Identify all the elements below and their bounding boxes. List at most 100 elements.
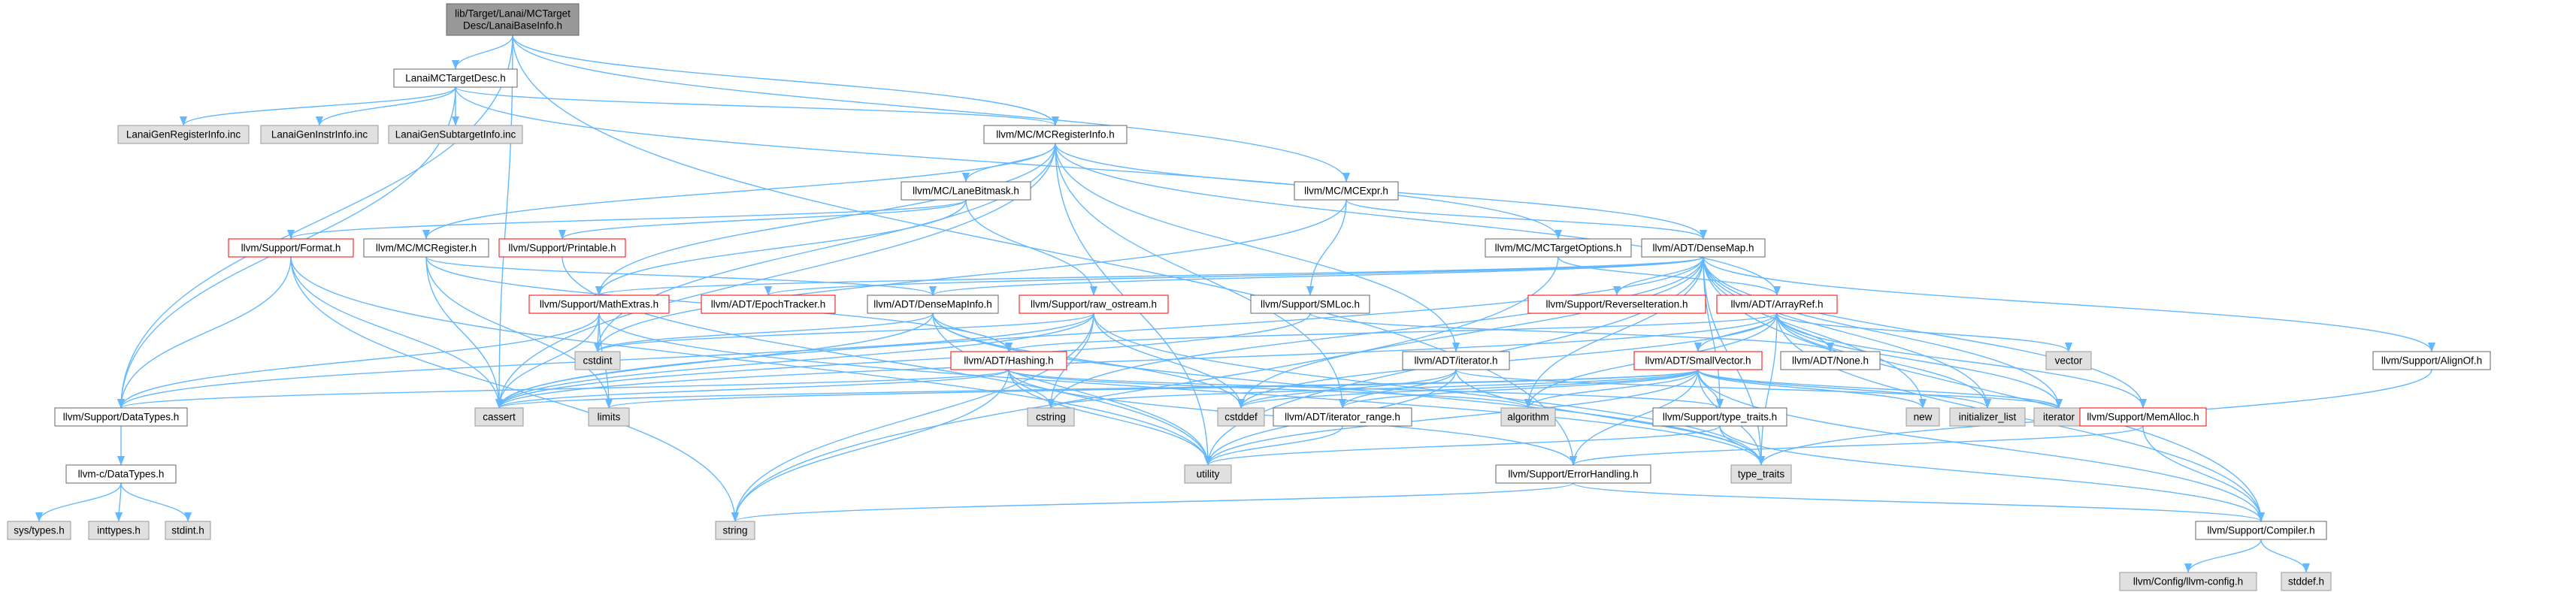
node-label-string: string <box>722 525 747 536</box>
edge-smallvector-to-iteratorrange <box>1339 369 1699 409</box>
node-densemapinfo[interactable]: llvm/ADT/DenseMapInfo.h <box>867 294 999 314</box>
edge-hashing-to-cassert <box>495 369 1010 409</box>
edge-arrayref-to-cassert <box>495 313 1778 409</box>
node-label-mathextras: llvm/Support/MathExtras.h <box>540 299 658 310</box>
edge-lanebitmask-to-printable <box>558 199 967 240</box>
node-box-hashing <box>950 351 1067 370</box>
edge-adtiterator-to-cstddef <box>1237 369 1457 409</box>
node-datatypes[interactable]: llvm/Support/DataTypes.h <box>54 407 188 427</box>
node-epochtracker[interactable]: llvm/ADT/EpochTracker.h <box>701 294 836 314</box>
edge-smallvector-to-compiler <box>1697 369 2265 522</box>
node-label-iteratorrange: llvm/ADT/iterator_range.h <box>1285 412 1400 423</box>
edge-rawostream-to-cstdint <box>594 313 1094 352</box>
node-box-lanaimctargetdesc <box>393 68 518 88</box>
node-mctargetoptions[interactable]: llvm/MC/MCTargetOptions.h <box>1485 238 1632 258</box>
edge-mathextras-to-typetraits <box>598 313 1765 466</box>
node-typetraitsh[interactable]: llvm/Support/type_traits.h <box>1652 407 1787 427</box>
node-inttypes: inttypes.h <box>88 521 150 540</box>
node-smloc[interactable]: llvm/Support/SMLoc.h <box>1250 294 1370 314</box>
edge-compiler-to-stddef <box>2260 539 2311 573</box>
node-mcregister[interactable]: llvm/MC/MCRegister.h <box>363 238 489 258</box>
node-mcregisterinfo[interactable]: llvm/MC/MCRegisterInfo.h <box>983 125 1128 144</box>
node-mcexpr[interactable]: llvm/MC/MCExpr.h <box>1294 181 1399 201</box>
node-densemap[interactable]: llvm/ADT/DenseMap.h <box>1641 238 1766 258</box>
edge-densemap-to-alignof <box>1703 256 2435 352</box>
edge-smallvector-to-utility <box>1204 369 1699 466</box>
edge-densemap-to-cassert <box>495 256 1704 409</box>
node-smallvector[interactable]: llvm/ADT/SmallVector.h <box>1633 351 1763 370</box>
edge-typetraitsh-to-compiler <box>1719 425 2265 522</box>
node-root[interactable]: lib/Target/Lanai/MCTargetDesc/LanaiBaseI… <box>446 3 580 36</box>
node-stdint: stdint.h <box>165 521 211 540</box>
node-iteratorrange[interactable]: llvm/ADT/iterator_range.h <box>1273 407 1412 427</box>
node-label-memalloc: llvm/Support/MemAlloc.h <box>2087 412 2199 423</box>
node-cdatatypes[interactable]: llvm-c/DataTypes.h <box>65 464 177 484</box>
edge-lanebitmask-to-mathextras <box>595 199 967 296</box>
node-reverseiteration[interactable]: llvm/Support/ReverseIteration.h <box>1527 294 1706 314</box>
edge-arrayref-to-smallvector <box>1694 313 1778 352</box>
node-printable[interactable]: llvm/Support/Printable.h <box>498 238 626 258</box>
header-nodes: lib/Target/Lanai/MCTargetDesc/LanaiBaseI… <box>7 3 2491 591</box>
node-lanebitmask[interactable]: llvm/MC/LaneBitmask.h <box>901 181 1031 201</box>
node-box-stdint <box>165 521 211 540</box>
edge-mcregisterinfo-to-adtiterator <box>1055 143 1460 352</box>
edge-root-to-errorhandling <box>512 35 1577 466</box>
edge-cdatatypes-to-inttypes <box>114 482 123 522</box>
node-label-algorithm: algorithm <box>1507 412 1549 423</box>
edge-densemap-to-densemapinfo <box>929 256 1704 296</box>
node-box-smallvector <box>1633 351 1763 370</box>
node-label-alignof: llvm/Support/AlignOf.h <box>2381 355 2482 367</box>
node-box-lanebitmask <box>901 181 1031 201</box>
node-none[interactable]: llvm/ADT/None.h <box>1780 351 1881 370</box>
edge-arrayref-to-initializerlist <box>1776 313 1991 409</box>
node-box-string <box>715 521 755 540</box>
node-format[interactable]: llvm/Support/Format.h <box>228 238 354 258</box>
edge-densemap-to-iterator <box>1703 256 2063 409</box>
node-rawostream[interactable]: llvm/Support/raw_ostream.h <box>1019 294 1169 314</box>
edge-densemapinfo-to-cassert <box>495 313 934 409</box>
node-label-mctargetoptions: llvm/MC/MCTargetOptions.h <box>1495 243 1622 254</box>
node-mathextras[interactable]: llvm/Support/MathExtras.h <box>528 294 670 314</box>
edge-root-to-mcregisterinfo <box>512 35 1059 126</box>
node-label-systypes: sys/types.h <box>14 525 65 536</box>
edge-mcregister-to-limits <box>425 256 613 409</box>
node-compiler[interactable]: llvm/Support/Compiler.h <box>2195 521 2327 540</box>
edge-mcregisterinfo-to-mcregister <box>422 143 1056 240</box>
node-box-typetraits <box>1730 464 1792 484</box>
node-cstdint: cstdint <box>574 351 621 370</box>
node-box-densemap <box>1641 238 1766 258</box>
node-box-cstddef <box>1217 407 1265 427</box>
edge-smloc-to-cassert <box>495 313 1311 409</box>
edge-mcregisterinfo-to-mathextras <box>595 143 1056 296</box>
edge-lanaimctargetdesc-to-mcregisterinfo <box>455 86 1059 126</box>
node-alignof[interactable]: llvm/Support/AlignOf.h <box>2372 351 2491 370</box>
edge-mcregisterinfo-to-lanebitmask <box>962 143 1056 183</box>
node-label-smloc: llvm/Support/SMLoc.h <box>1261 299 1360 310</box>
node-algorithm: algorithm <box>1500 407 1556 427</box>
edge-root-to-lanaimctargetdesc <box>452 35 513 70</box>
edge-densemap-to-mathextras <box>595 256 1704 296</box>
node-lanaimctargetdesc[interactable]: LanaiMCTargetDesc.h <box>393 68 518 88</box>
edge-iteratorrange-to-utility <box>1204 425 1343 466</box>
node-memalloc[interactable]: llvm/Support/MemAlloc.h <box>2079 407 2207 427</box>
node-box-mctargetoptions <box>1485 238 1632 258</box>
node-adtiterator[interactable]: llvm/ADT/iterator.h <box>1402 351 1510 370</box>
edge-compiler-to-llvmconfig <box>2184 539 2262 573</box>
node-hashing[interactable]: llvm/ADT/Hashing.h <box>950 351 1067 370</box>
node-systypes: sys/types.h <box>7 521 71 540</box>
node-box-arrayref <box>1716 294 1838 314</box>
node-iterator: iterator <box>2033 407 2084 427</box>
node-lanaigensubtargetinfo: LanaiGenSubtargetInfo.inc <box>388 125 523 144</box>
node-initializerlist: initializer_list <box>1949 407 2026 427</box>
edge-mcregisterinfo-to-cstdint <box>594 143 1056 352</box>
node-errorhandling[interactable]: llvm/Support/ErrorHandling.h <box>1495 464 1651 484</box>
node-box-smloc <box>1250 294 1370 314</box>
edge-typetraitsh-to-utility <box>1204 425 1721 466</box>
edge-smallvector-to-limits <box>605 369 1699 409</box>
edge-mcregisterinfo-to-arrayref <box>1055 143 1781 296</box>
edge-rawostream-to-typetraits <box>1093 313 1765 466</box>
node-box-initializerlist <box>1949 407 2026 427</box>
node-limits: limits <box>588 407 630 427</box>
edge-arrayref-to-hashing <box>1005 313 1778 352</box>
node-arrayref[interactable]: llvm/ADT/ArrayRef.h <box>1716 294 1838 314</box>
